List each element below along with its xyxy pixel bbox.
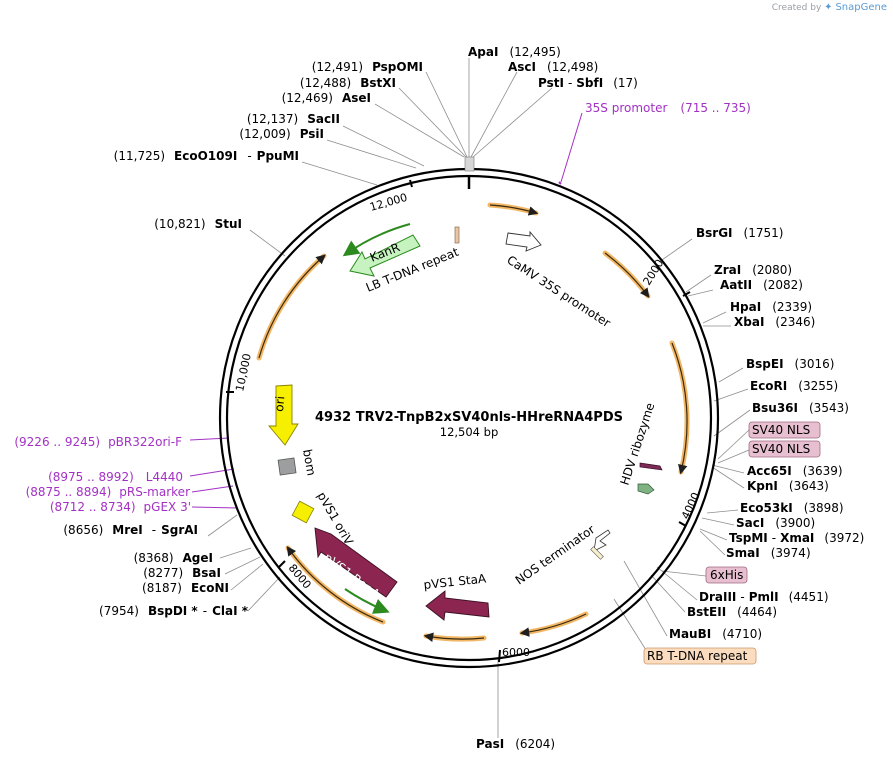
primer-pgex-3[interactable]: (8712 .. 8734)pGEX 3' bbox=[50, 500, 191, 514]
ori-feature[interactable] bbox=[268, 384, 299, 446]
site-tspmi-xmai[interactable]: TspMI-XmaI(3972) bbox=[729, 531, 864, 545]
6xhis-label: 6xHis bbox=[710, 568, 743, 582]
hdv-ribozyme-label: HDV ribozyme bbox=[618, 401, 658, 487]
6xhis-box[interactable] bbox=[705, 566, 748, 584]
pvs1-repa-feature[interactable] bbox=[314, 527, 398, 598]
tick-marks bbox=[226, 179, 691, 663]
tick-label-6000: 6000 bbox=[502, 646, 530, 659]
credit-brand: SnapGene bbox=[835, 2, 887, 13]
site-bsu36i[interactable]: Bsu36I(3543) bbox=[752, 401, 849, 415]
sv40-nls-1-label: SV40 NLS bbox=[752, 423, 810, 437]
tick-label-10000: 10,000 bbox=[233, 352, 254, 392]
primer-pbr322ori-f[interactable]: (9226 .. 9245)pBR322ori-F bbox=[14, 435, 182, 449]
pvs1-oriv-feature[interactable] bbox=[291, 500, 315, 524]
site-pasi[interactable]: PasI(6204) bbox=[476, 737, 555, 751]
primer-35s-promoter[interactable]: 35S promoter(715 .. 735) bbox=[585, 101, 751, 115]
site-eco0109i-ppumi[interactable]: (11,725)EcoO109I-PpuMI bbox=[114, 149, 299, 163]
camv-35s-feature[interactable] bbox=[505, 230, 542, 252]
kanr-orf-line bbox=[342, 223, 411, 257]
site-bsrgi[interactable]: BsrGI(1751) bbox=[696, 226, 783, 240]
hdv-green-feature[interactable] bbox=[637, 483, 655, 495]
site-xbai[interactable]: XbaI(2346) bbox=[734, 315, 815, 329]
site-draiii-pmli[interactable]: DraIII-PmlI(4451) bbox=[699, 590, 829, 604]
site-bspei[interactable]: BspEI(3016) bbox=[746, 357, 834, 371]
site-labels: ApaI(12,495) AscI(12,498) PstI-SbfI(17) … bbox=[63, 45, 864, 751]
site-asei[interactable]: (12,469)AseI bbox=[282, 91, 371, 105]
site-mrei-sgrai[interactable]: (8656)MreI-SgrAI bbox=[63, 523, 198, 537]
site-bstxi[interactable]: (12,488)BstXI bbox=[300, 76, 396, 90]
snapgene-credit: Created by ✦ SnapGene bbox=[772, 2, 887, 13]
rb-tdna-repeat-label: RB T-DNA repeat bbox=[647, 649, 748, 663]
bom-feature[interactable] bbox=[277, 457, 297, 476]
pvs1-staa-feature[interactable] bbox=[425, 590, 490, 621]
site-pspomi[interactable]: (12,491)PspOMI bbox=[312, 60, 423, 74]
site-saci[interactable]: SacI(3900) bbox=[736, 516, 815, 530]
primer-l4440[interactable]: (8975 .. 8992)L4440 bbox=[48, 470, 183, 484]
plasmid-name: 4932 TRV2-TnpB2xSV40nls-HHreRNA4PDS bbox=[315, 410, 623, 425]
pvs1-staa-label: pVS1 StaA bbox=[423, 571, 488, 592]
sv40-nls-2-box[interactable] bbox=[748, 440, 821, 458]
primer-labels: 35S promoter(715 .. 735) (9226 .. 9245)p… bbox=[14, 101, 750, 514]
sv40-nls-1-box[interactable] bbox=[748, 421, 821, 439]
repa-green-line bbox=[344, 588, 390, 614]
site-acc65i[interactable]: Acc65I(3639) bbox=[747, 464, 843, 478]
lb-tdna-feature[interactable] bbox=[454, 226, 460, 244]
site-econi[interactable]: (8187)EcoNI bbox=[142, 581, 229, 595]
site-bspdi-clai[interactable]: (7954)BspDI *-ClaI * bbox=[99, 604, 249, 618]
nos-terminator-label: NOS terminator bbox=[513, 522, 598, 587]
site-apai[interactable]: ApaI(12,495) bbox=[468, 45, 561, 59]
rb-tdna-repeat-box[interactable] bbox=[643, 647, 757, 665]
plasmid-size: 12,504 bp bbox=[440, 425, 499, 439]
tick-label-4000: 4000 bbox=[679, 490, 703, 521]
primer-prs-marker[interactable]: (8875 .. 8894)pRS-marker bbox=[26, 485, 190, 499]
snapgene-logo-icon: ✦ bbox=[824, 2, 833, 13]
primer-35s-mark bbox=[558, 181, 562, 185]
bom-label: bom bbox=[300, 448, 318, 477]
orf-arrows bbox=[258, 204, 688, 642]
credit-prefix: Created by bbox=[771, 3, 822, 13]
site-agei[interactable]: (8368)AgeI bbox=[134, 551, 213, 565]
site-maubi[interactable]: MauBI(4710) bbox=[669, 627, 762, 641]
hdv-ribozyme-feature[interactable] bbox=[639, 462, 663, 471]
site-kpni[interactable]: KpnI(3643) bbox=[747, 479, 829, 493]
ori-label: ori bbox=[272, 395, 287, 412]
site-aatii[interactable]: AatII(2082) bbox=[720, 278, 803, 292]
site-asci[interactable]: AscI(12,498) bbox=[508, 60, 598, 74]
site-eco53ki[interactable]: Eco53kI(3898) bbox=[740, 501, 844, 515]
kanr-feature[interactable] bbox=[349, 234, 421, 277]
site-sacii[interactable]: (12,137)SacII bbox=[247, 112, 340, 126]
primer-connectors bbox=[189, 112, 583, 509]
site-hpai[interactable]: HpaI(2339) bbox=[730, 300, 812, 314]
site-psti-sbfi[interactable]: PstI-SbfI(17) bbox=[538, 76, 638, 90]
site-ecori[interactable]: EcoRI(3255) bbox=[750, 379, 838, 393]
sv40-nls-2-label: SV40 NLS bbox=[752, 442, 810, 456]
site-bsteii[interactable]: BstEII(4464) bbox=[687, 605, 777, 619]
camv-35s-label: CaMV 35S promoter bbox=[504, 253, 613, 330]
site-zrai[interactable]: ZraI(2080) bbox=[714, 263, 792, 277]
rb-small-feature bbox=[590, 546, 604, 560]
site-psii[interactable]: (12,009)PsiI bbox=[239, 127, 324, 141]
boxed-feature-labels: SV40 NLS SV40 NLS 6xHis RB T-DNA repeat bbox=[643, 421, 821, 665]
site-bsai[interactable]: (8277)BsaI bbox=[143, 566, 221, 580]
site-smai[interactable]: SmaI(3974) bbox=[726, 546, 811, 560]
mcs-cluster-marker bbox=[464, 156, 475, 172]
site-stui[interactable]: (10,821)StuI bbox=[154, 217, 242, 231]
